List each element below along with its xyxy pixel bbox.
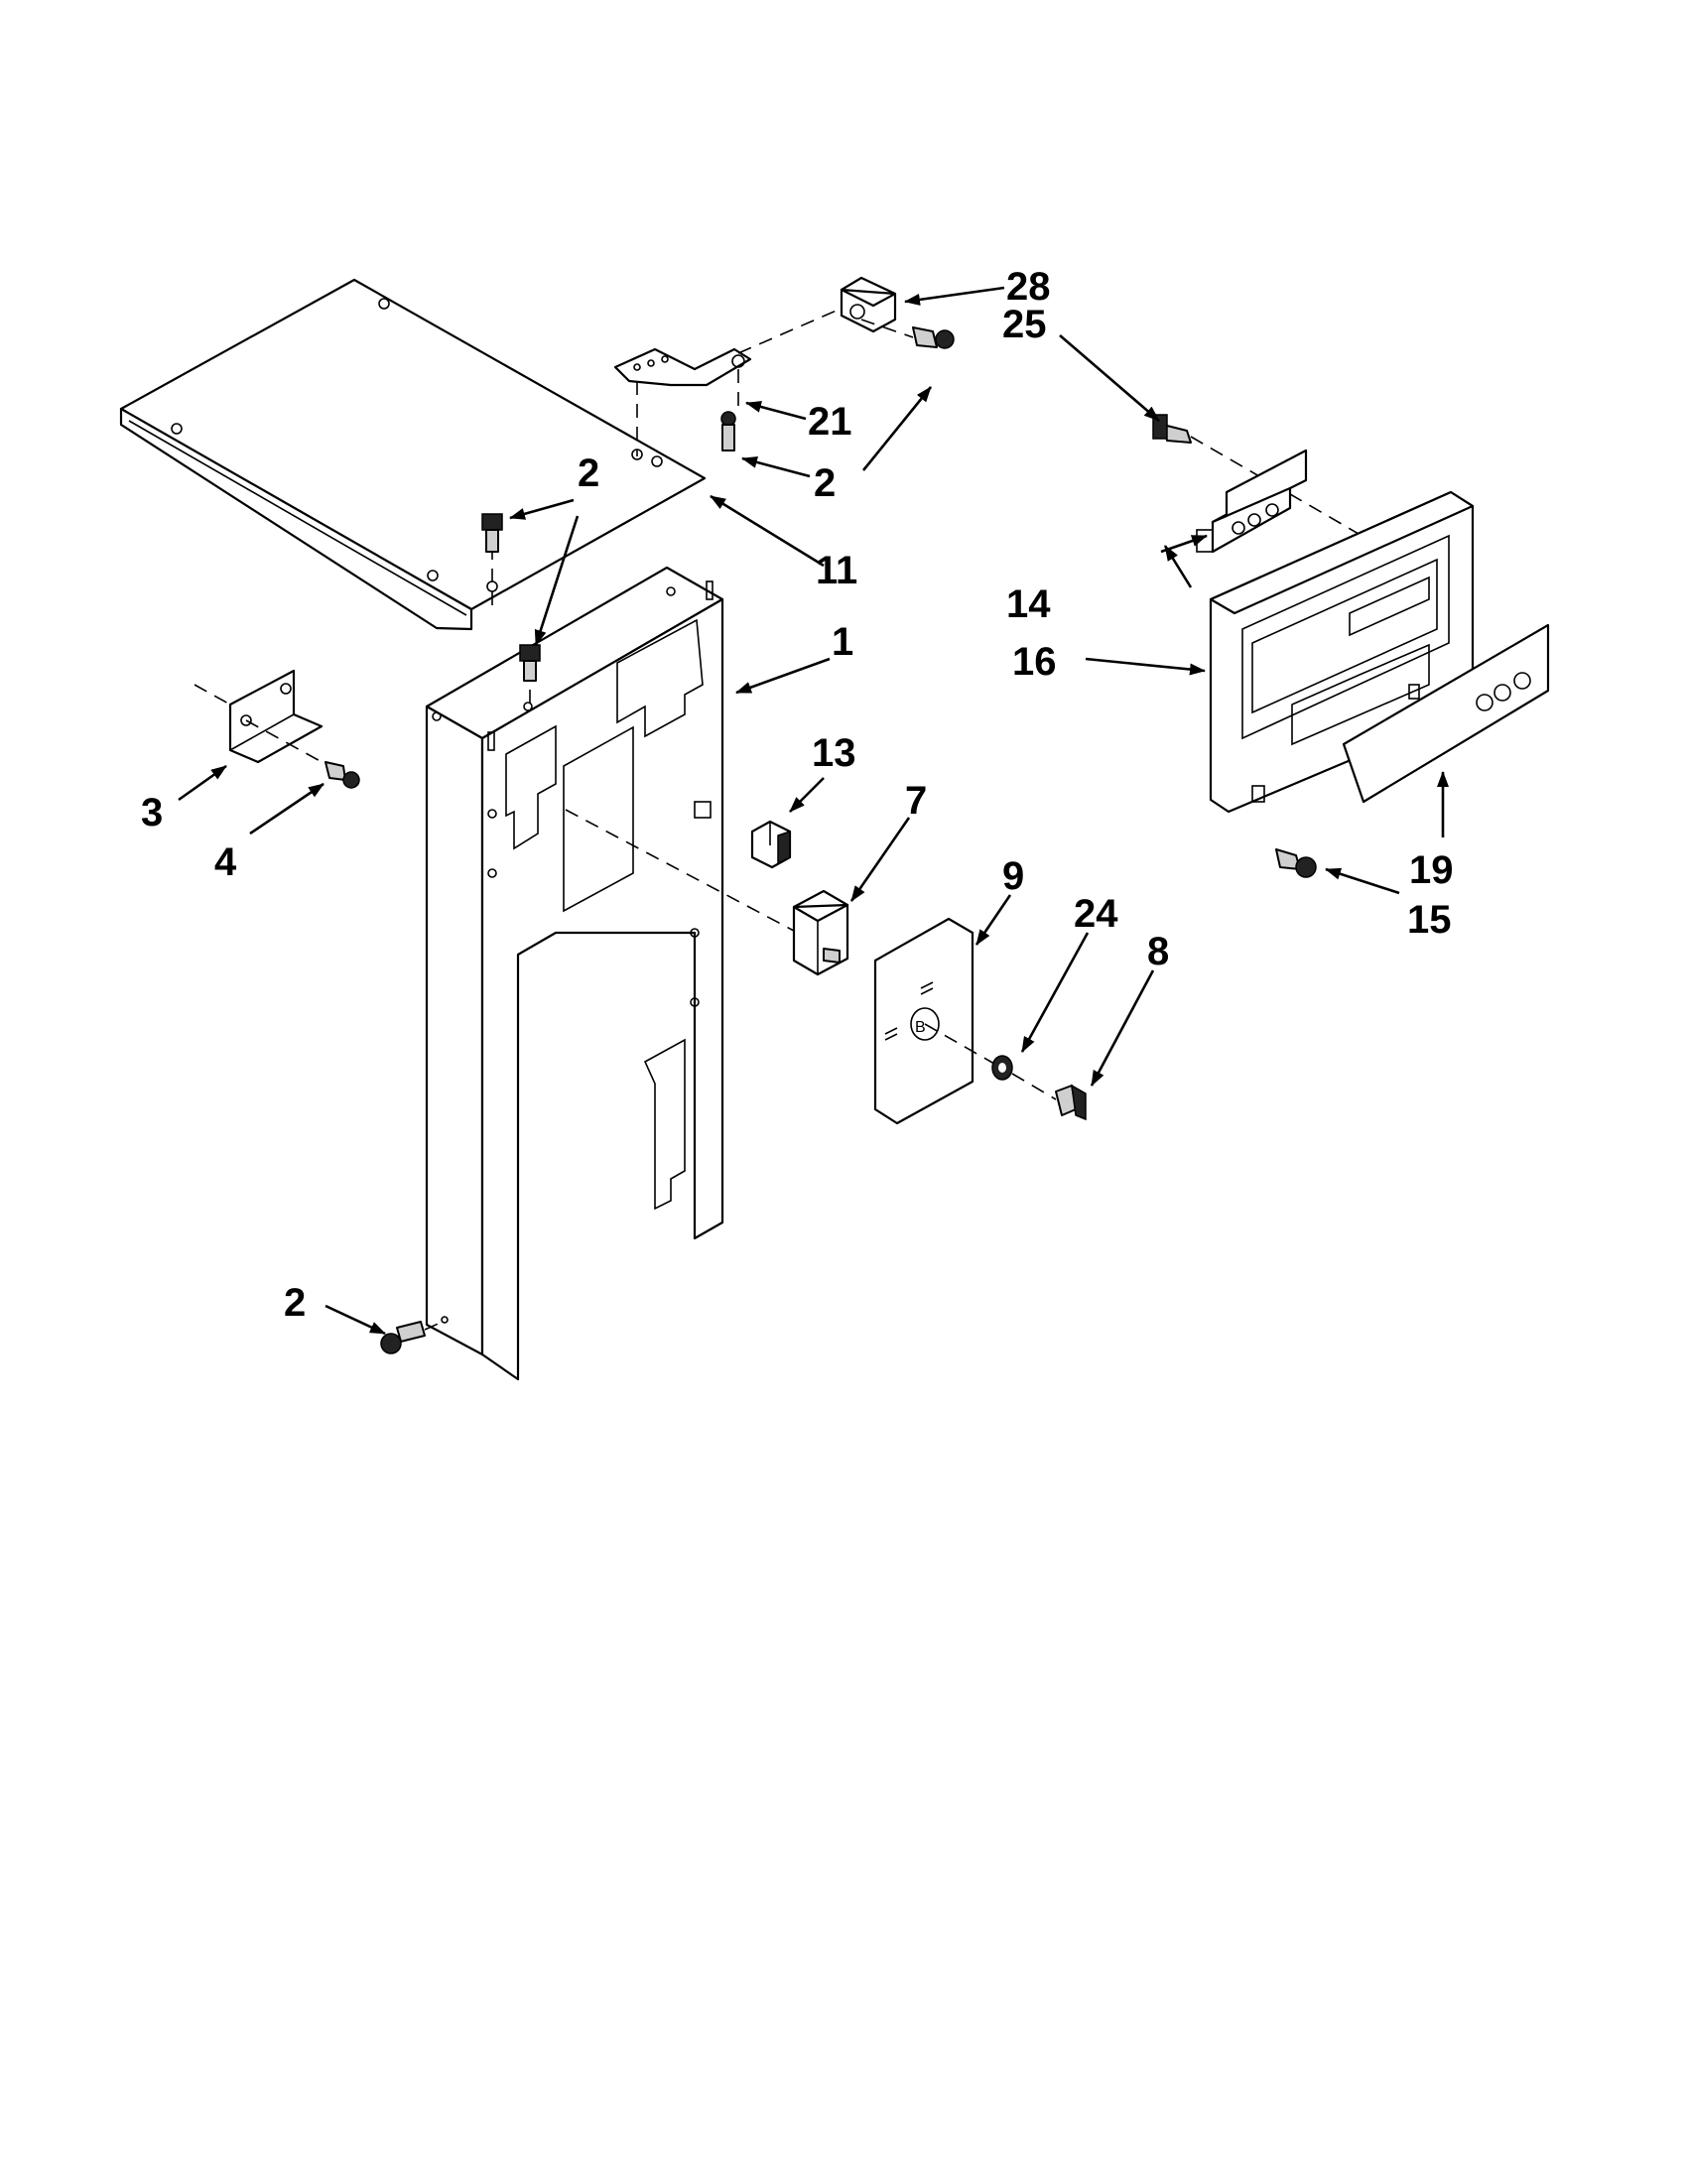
callout-21: 21: [808, 400, 852, 444]
callout-labels: 28 25 21 2 2 11 14 16 1 13 3 4 7 9 24 8 …: [141, 265, 1454, 1325]
callout-1: 1: [832, 620, 853, 664]
mounting-bracket: [194, 669, 324, 764]
callout-11: 11: [816, 549, 857, 592]
knob-8: [1055, 1084, 1087, 1121]
callout-28: 28: [1006, 265, 1051, 309]
leader-lines: [178, 286, 1449, 1336]
callout-2-upper-left: 2: [578, 451, 599, 495]
callout-2-upper-right: 2: [814, 461, 836, 505]
cap-28: [840, 276, 914, 338]
dispenser-frame: [425, 566, 724, 1381]
screw-2-upper-middle: [519, 644, 541, 710]
callout-19: 19: [1409, 848, 1454, 892]
mounting-plate-9: B: [873, 917, 995, 1125]
actuator-7: [565, 809, 849, 976]
callout-9: 9: [1002, 854, 1024, 898]
callout-14: 14: [1006, 582, 1051, 626]
switch-13: [750, 820, 792, 869]
callout-4: 4: [214, 840, 237, 884]
callout-7: 7: [905, 779, 927, 823]
hinge-bracket-21: [613, 299, 862, 456]
svg-text:B: B: [915, 1019, 926, 1036]
callout-8: 8: [1147, 930, 1169, 973]
switch-module-14: [1196, 449, 1308, 554]
control-overlay-19: [1342, 623, 1550, 804]
callout-3: 3: [141, 791, 163, 835]
screw-2-upper-left: [481, 513, 503, 613]
callout-2-lower: 2: [284, 1281, 306, 1325]
callout-25: 25: [1002, 303, 1047, 346]
dispenser-bezel-16: [1209, 490, 1475, 814]
callout-13: 13: [812, 731, 856, 775]
grommet-24: [991, 1055, 1057, 1100]
screw-4: [245, 719, 360, 789]
callout-15: 15: [1407, 898, 1452, 942]
screw-15: [1275, 848, 1317, 878]
callout-16: 16: [1012, 640, 1057, 684]
screw-2-right: [912, 326, 955, 349]
screw-2-lower: [380, 1321, 444, 1354]
top-cover-panel: [119, 278, 707, 631]
callout-24: 24: [1074, 892, 1118, 936]
